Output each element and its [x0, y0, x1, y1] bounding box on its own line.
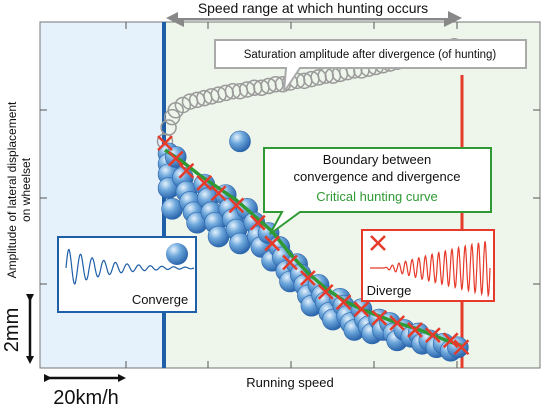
y-scale-label: 2mm [1, 308, 23, 352]
diverged-marker [264, 235, 281, 252]
diverged-marker [453, 339, 470, 356]
x-scale-label: 20km/h [53, 387, 119, 407]
converge-waveform [65, 248, 195, 285]
diverged-marker [335, 294, 352, 311]
critical-curve-label: Critical hunting curve [316, 189, 437, 204]
diverged-marker [353, 301, 370, 318]
y-axis-label-line1: Amplitude of lateral displacement [5, 101, 19, 278]
boundary-callout [263, 147, 492, 235]
saturation-callout [214, 39, 527, 93]
diverged-marker [228, 197, 245, 214]
region-stable [40, 22, 164, 368]
x-axis-label: Running speed [246, 375, 333, 390]
diverged-marker [407, 322, 423, 338]
diverged-marker [282, 254, 298, 271]
boundary-label-line1: Boundary between [323, 152, 431, 167]
diverged-marker [317, 283, 334, 300]
diverged-markers [157, 135, 470, 356]
diverged-marker [196, 175, 213, 191]
converged-point [229, 130, 251, 153]
diverged-marker [210, 185, 227, 202]
diverged-marker [442, 332, 459, 349]
diverge-label: Diverge [367, 283, 412, 298]
converge-inset [57, 236, 197, 313]
converge-label: Converge [132, 292, 188, 307]
converge-ball [166, 243, 188, 265]
speed-range-arrow [166, 1, 462, 27]
diverged-marker [249, 214, 266, 231]
x-ticks [125, 22, 458, 368]
saturation-label: Saturation amplitude after divergence (o… [244, 49, 497, 61]
diverged-marker [371, 309, 388, 326]
diverged-marker [157, 135, 173, 151]
diverged-marker [424, 327, 441, 344]
boundary-label-line2: convergence and divergence [294, 169, 461, 184]
diverge-inset [361, 229, 495, 302]
diverge-waveform [370, 241, 491, 298]
diverge-cross-icon [370, 235, 386, 251]
y-ticks [40, 109, 540, 285]
diverged-marker [178, 162, 195, 179]
plot-frame [39, 21, 541, 369]
y-axis-label-line2: on wheelset [19, 157, 33, 222]
diverged-marker [389, 315, 406, 331]
saturation-point [160, 119, 177, 136]
critical-hunting-curve [164, 148, 462, 348]
speed-range-label: Speed range at which hunting occurs [198, 0, 428, 16]
diverged-marker [299, 270, 316, 286]
